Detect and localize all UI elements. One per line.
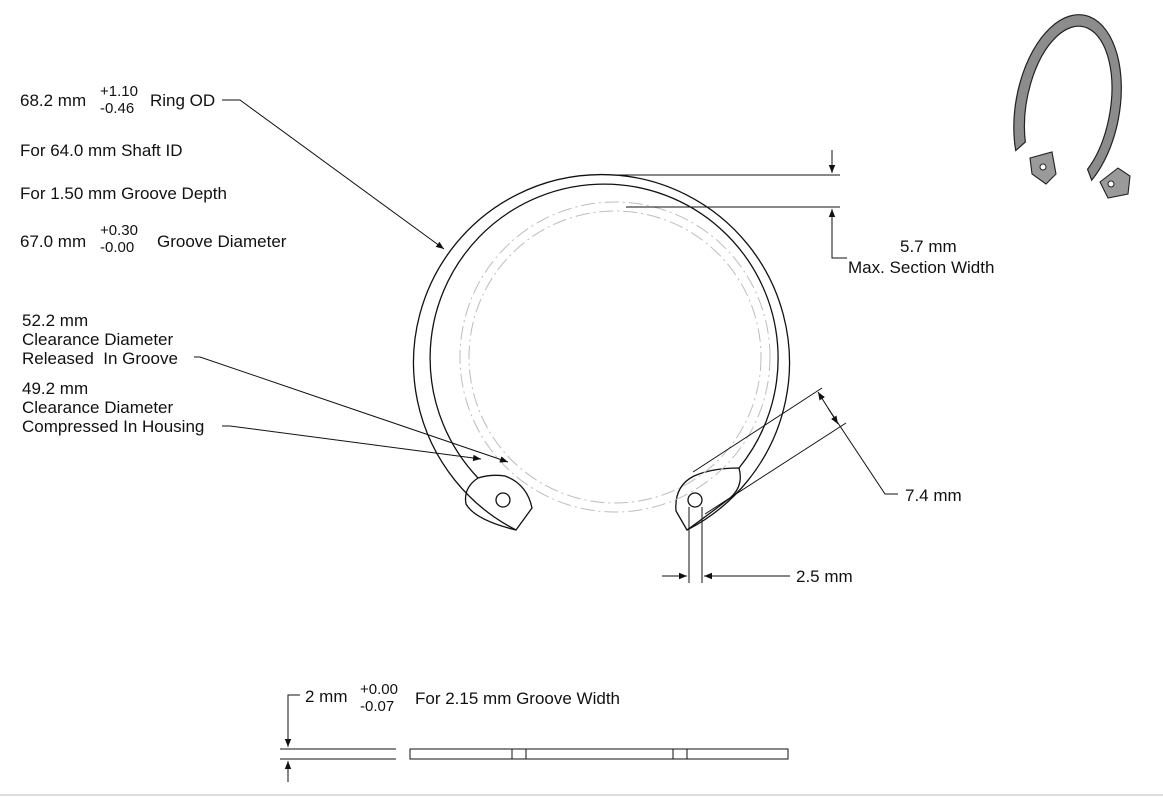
ring-edge-view: [280, 694, 789, 782]
lug-dim-leader: [827, 407, 898, 495]
left-lug: [464, 474, 533, 531]
ring-outer-edge: [412, 173, 791, 531]
compressed-clearance-circle: [468, 210, 762, 504]
compressed-value: 49.2 mm: [22, 379, 89, 398]
thickness-tol-minus: -0.07: [360, 698, 395, 715]
groove-depth-label: For 1.50 mm Groove Depth: [20, 184, 227, 203]
released-line1: Clearance Diameter: [22, 330, 174, 349]
ring-od-tol-minus: -0.46: [100, 100, 135, 117]
groove-diameter-tolerance: +0.30 -0.00: [100, 222, 138, 256]
left-lug-hole: [495, 492, 511, 508]
thickness-tol-plus: +0.00: [360, 681, 398, 698]
groove-diameter-value: 67.0 mm: [20, 232, 87, 251]
compressed-leader: [222, 425, 482, 462]
compressed-clearance-callout: 49.2 mm Clearance Diameter Compressed In…: [22, 379, 204, 436]
compressed-line2: Compressed In Housing: [22, 417, 205, 436]
compressed-line1: Clearance Diameter: [22, 398, 174, 417]
section-width-value: 5.7 mm: [900, 237, 957, 256]
section-width-label: Max. Section Width: [848, 258, 995, 277]
thickness-label: For 2.15 mm Groove Width: [415, 689, 621, 708]
released-clearance-circle: [459, 201, 771, 513]
thickness-arrow-top: [284, 694, 300, 747]
ring-od-label: Ring OD: [150, 91, 216, 110]
ring-isometric-view: [1013, 14, 1131, 199]
released-value: 52.2 mm: [22, 311, 89, 330]
shaft-label: For 64.0 mm Shaft ID: [20, 141, 183, 160]
clearance-circles: [459, 201, 771, 513]
thickness-value: 2 mm: [305, 687, 348, 706]
ring-od-tol-plus: +1.10: [100, 83, 138, 100]
ring-od-tolerance: +1.10 -0.46: [100, 83, 138, 117]
thickness-tolerance: +0.00 -0.07: [360, 681, 398, 715]
lug-ext-1: [692, 387, 823, 473]
released-line2: Released In Groove: [22, 349, 178, 368]
ring-front-view: [412, 173, 791, 531]
ring-od-leader: [222, 99, 445, 250]
lug-dimension-label: 7.4 mm: [905, 486, 962, 505]
ring-inner-edge: [429, 183, 779, 479]
ring-od-value: 68.2 mm: [20, 91, 87, 110]
edge-view-body: [409, 748, 789, 760]
groove-tol-minus: -0.00: [100, 239, 135, 256]
groove-tol-plus: +0.30: [100, 222, 138, 239]
right-lug-hole: [687, 492, 703, 508]
released-leader: [194, 356, 509, 463]
hole-dimension-label: 2.5 mm: [796, 567, 853, 586]
dimension-lines: [194, 99, 898, 583]
lug-ext-2: [704, 422, 847, 515]
section-arrow-bottom: [828, 209, 847, 259]
groove-diameter-label: Groove Diameter: [157, 232, 287, 251]
iso-right-lug: [1099, 167, 1131, 199]
released-clearance-callout: 52.2 mm Clearance Diameter Released In G…: [22, 311, 178, 368]
